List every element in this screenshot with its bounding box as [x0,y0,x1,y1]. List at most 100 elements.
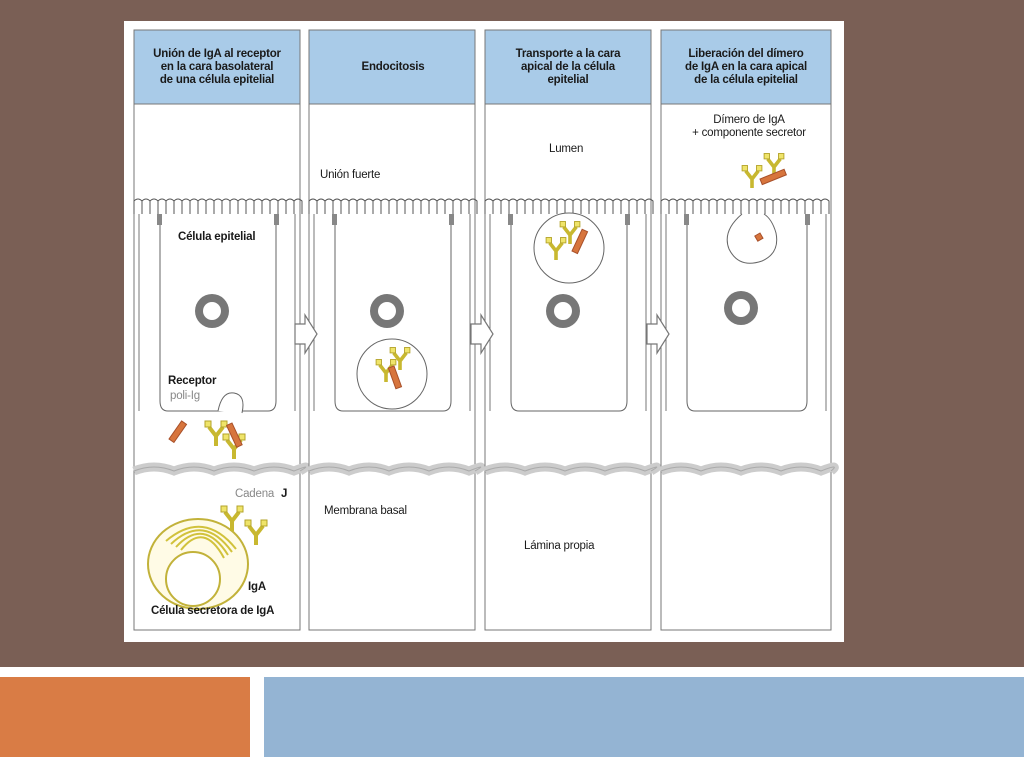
panel-frame [660,103,832,631]
panel-4 [646,29,839,631]
golgi-cisterna [165,525,237,550]
cell-outline [686,214,808,412]
tight-junction-left [332,214,337,225]
transport-iga-b [559,221,581,245]
label-celula-epitelial: Célula epitelial [178,231,256,243]
antibody-fab [375,359,382,366]
figure-drawing [132,29,839,631]
cell-outline [334,214,452,412]
antibody-fab [560,237,567,244]
bound-receptor [225,422,243,448]
tight-junction-left [508,214,513,225]
microvilli [484,198,654,214]
tight-junction-left [684,214,689,225]
golgi-cisterna [170,529,233,553]
antibody-arms [207,425,225,446]
label-celula-secretora: Célula secretora de IgA [151,605,275,617]
antibody-fab [222,433,230,441]
cell-outline [510,214,628,412]
receptor-remnant [754,232,764,242]
nucleolus [203,302,221,320]
panel-header [660,29,832,105]
nucleolus [378,302,396,320]
label-cadena: Cadena [235,488,275,500]
released-iga-b [763,153,785,177]
antibody-fab [574,221,581,228]
transport-vesicle [533,212,605,284]
basal-membrane-edge [133,466,307,472]
antibody-fab [389,347,396,354]
antibody-fab [204,420,212,428]
antibody-arms [392,351,408,371]
golgi-cisterna [180,536,225,559]
antibody-fab [220,420,228,428]
basal-membrane-edge [308,466,482,472]
tight-junction-right [625,214,630,225]
antibody-fab [404,347,411,354]
antibody-arms [562,225,578,245]
label-dimero-componente: Dímero de IgA+ componente secretor [692,114,806,139]
antibody-fab [741,165,748,172]
released-secretory-component [759,168,788,186]
step-arrow [646,312,670,356]
panel-header [308,29,476,105]
label-lumen: Lumen [549,143,584,155]
footer-accent-orange [0,677,250,757]
step-arrow [470,312,494,356]
microvilli [660,198,830,214]
panel-3 [470,29,662,631]
label-lamina-propia: Lámina propia [524,540,595,552]
antibody-fab [778,153,785,160]
receptor-pit [217,392,244,414]
label-membrana-basal: Membrana basal [324,505,407,517]
secreted-iga-b [244,519,268,545]
antibody-fab [756,165,763,172]
antibody-fab [220,505,228,513]
vesicle-receptor [387,365,403,390]
antibody-arms [744,169,760,189]
antibody-fab [244,519,252,527]
footer-accent-blue [264,677,1024,757]
golgi-cisterna [175,532,229,556]
panel-header [133,29,301,105]
free-secretory-piece [168,420,188,444]
antibody-arms [223,510,241,531]
label-iga: IgA [248,581,266,593]
released-iga-a [741,165,763,189]
nucleolus [732,299,750,317]
panel-frame [484,103,652,631]
tight-junction-left [157,214,162,225]
antibody-arms [548,241,564,261]
label-cadena-j: J [281,488,288,500]
label-receptor: Receptor [168,375,217,387]
step-arrow [294,312,318,356]
basal-membrane-edge [484,466,658,472]
panel-2-title: Endocitosis [361,60,425,73]
secretory-nucleus [165,551,221,607]
tight-junction-right [274,214,279,225]
transport-receptor [571,228,589,255]
label-union-fuerte: Unión fuerte [320,169,381,181]
label-poli-ig: poli-Ig [170,390,200,402]
antibody-fab [260,519,268,527]
microvilli [133,198,303,214]
transport-iga-a [545,237,567,261]
panel-header [484,29,652,105]
vesicle-iga-b [389,347,411,371]
antibody-fab [559,221,566,228]
iga-dimer-a [204,420,228,446]
antibody-fab [545,237,552,244]
tight-junction-right [805,214,810,225]
antibody-fab [763,153,770,160]
fusing-vesicle [726,213,778,264]
secreted-iga-a [220,505,244,531]
panel-2 [294,29,486,631]
antibody-fab [236,505,244,513]
tight-junction-right [449,214,454,225]
antibody-arms [247,524,265,545]
microvilli [308,198,478,214]
